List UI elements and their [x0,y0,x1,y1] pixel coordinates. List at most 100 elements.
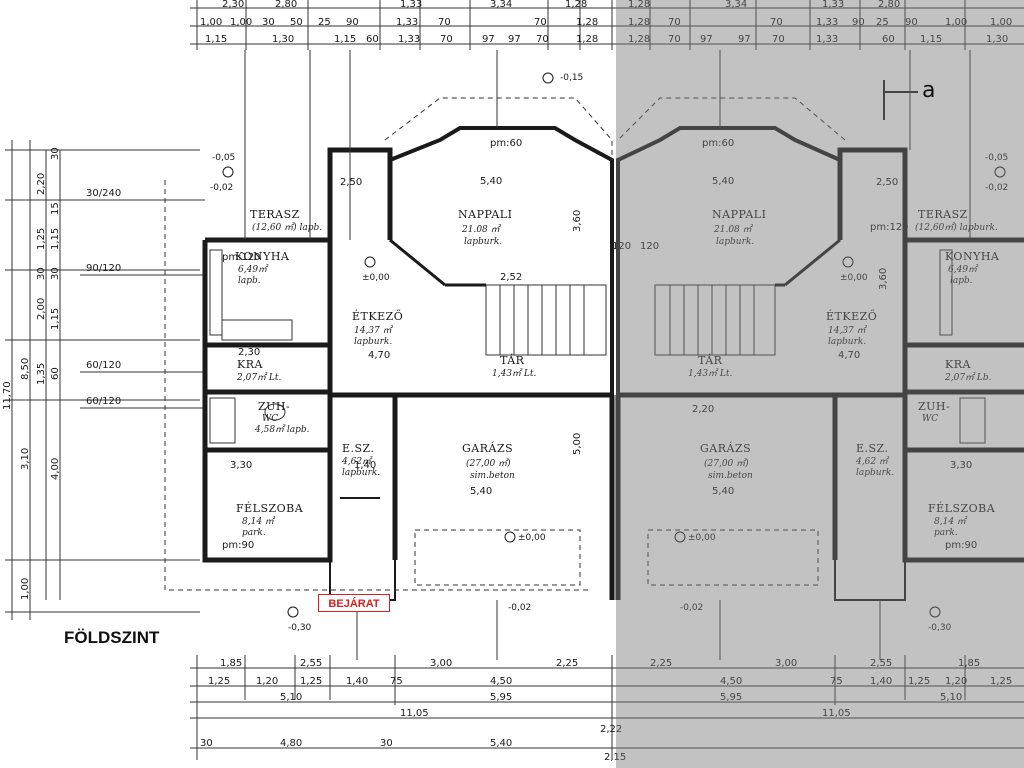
svg-text:lapburk.: lapburk. [464,237,502,247]
level-right-terrace-2: -0,02 [985,183,1008,193]
room-right-etkezo: ÉTKEZŐ [826,309,877,323]
svg-text:70: 70 [668,17,681,28]
dim-330: 3,30 [230,460,252,471]
extension-lines [244,50,971,660]
svg-text:lapburk.: lapburk. [856,468,894,478]
level-drive: -0,02 [508,603,531,613]
dim-right-nappali-width: 5,40 [712,176,734,187]
svg-text:1,28: 1,28 [576,34,598,45]
room-right-garazs: GARÁZS [700,441,751,455]
level-terrace-2: -0,02 [210,183,233,193]
level-dining: ±0,00 [362,273,390,283]
svg-text:90: 90 [346,17,359,28]
svg-text:11,05: 11,05 [400,708,429,719]
room-tar: TÁR [500,353,525,367]
svg-text:(27,00 ㎡): (27,00 ㎡) [466,458,511,469]
svg-text:1,00: 1,00 [230,17,252,28]
room-nappali: NAPPALI [458,208,512,221]
room-kra: KRA [237,358,264,371]
svg-text:1,25: 1,25 [208,676,230,687]
svg-text:1,00: 1,00 [200,17,222,28]
room-zuh-wc: ZUH- [258,400,290,413]
svg-text:15: 15 [50,202,61,215]
left-unit-walls [164,97,615,601]
svg-text:6,49㎡: 6,49㎡ [238,264,269,275]
svg-text:1,28: 1,28 [576,17,598,28]
opening-label-c: 60/120 [86,360,121,371]
dim-right-120: 120 [640,241,659,252]
svg-text:8,50: 8,50 [20,358,31,380]
dim-top-7: 3,34 [725,0,747,10]
svg-text:3,00: 3,00 [430,658,452,669]
dim-pm90: pm:90 [222,540,254,551]
svg-text:1,30: 1,30 [272,34,294,45]
dim-pm60-top: pm:60 [490,138,522,149]
dim-right-pm90: pm:90 [945,540,977,551]
dim-top-6: 1,28 [628,0,650,10]
svg-text:1,00: 1,00 [990,17,1012,28]
dim-540-right-garage: 5,40 [712,486,734,497]
svg-text:1,15: 1,15 [50,228,61,250]
svg-text:70: 70 [440,34,453,45]
svg-text:1,20: 1,20 [256,676,278,687]
svg-text:1,15: 1,15 [334,34,356,45]
svg-text:70: 70 [770,17,783,28]
svg-text:14,37 ㎡: 14,37 ㎡ [354,325,394,336]
svg-text:1,43㎡ Lt.: 1,43㎡ Lt. [492,368,536,379]
dim-top-8: 1,33 [822,0,844,10]
dim-top-3: 1,33 [400,0,422,10]
svg-text:sim.beton: sim.beton [708,471,753,481]
svg-text:1,33: 1,33 [396,17,418,28]
svg-text:1,20: 1,20 [945,676,967,687]
svg-text:25: 25 [318,17,331,28]
svg-text:sim.beton: sim.beton [470,471,515,481]
opening-label-a: 30/240 [86,188,121,199]
svg-text:1,25: 1,25 [990,676,1012,687]
svg-text:70: 70 [536,34,549,45]
level-terrace: -0,05 [212,153,235,163]
room-esz: E.SZ. [342,442,375,455]
svg-text:2,07㎡ Lt.: 2,07㎡ Lt. [236,372,281,383]
svg-text:1,85: 1,85 [220,658,242,669]
svg-text:21.08 ㎡: 21.08 ㎡ [461,224,502,235]
room-right-terasz: TERASZ [918,208,968,221]
dim-nappali-width: 5,40 [480,176,502,187]
room-garazs: GARÁZS [462,441,513,455]
svg-text:8,14 ㎡: 8,14 ㎡ [934,516,968,527]
room-right-zuh-wc: ZUH- [918,400,950,413]
dim-right-330: 3,30 [950,460,972,471]
svg-text:4,50: 4,50 [490,676,512,687]
dim-470: 4,70 [368,350,390,361]
svg-text:lapburk.: lapburk. [828,337,866,347]
svg-text:5,10: 5,10 [280,692,302,703]
dim-252: 2,52 [500,272,522,283]
dim-top-9: 2,80 [878,0,900,10]
room-etkezo: ÉTKEZŐ [352,309,403,323]
svg-text:lapburk.: lapburk. [716,237,754,247]
svg-text:11,05: 11,05 [822,708,851,719]
svg-text:2,25: 2,25 [650,658,672,669]
interior-dimensions: 5,40 5,40 pm:60 pm:60 2,50 2,50 2,52 2,3… [222,138,977,551]
room-right-kra: KRA [945,358,972,371]
svg-text:lapb.: lapb. [950,276,973,286]
room-right-konyha: KONYHA [945,250,1000,263]
room-right-tar: TÁR [698,353,723,367]
svg-text:60: 60 [50,367,61,380]
svg-text:60: 60 [366,34,379,45]
svg-text:8,14 ㎡: 8,14 ㎡ [242,516,276,527]
svg-text:90: 90 [905,17,918,28]
svg-text:25: 25 [876,17,889,28]
svg-text:(27,00 ㎡): (27,00 ㎡) [704,458,749,469]
level-top: -0,15 [560,73,583,83]
svg-text:21.08 ㎡: 21.08 ㎡ [713,224,754,235]
room-felszoba: FÉLSZOBA [236,501,304,515]
svg-text:lapburk.: lapburk. [354,337,392,347]
svg-text:1,33: 1,33 [816,34,838,45]
svg-text:2,15: 2,15 [604,752,626,763]
svg-text:WC: WC [922,414,938,424]
dim-right-360: 3,60 [878,268,889,290]
svg-text:5,95: 5,95 [720,692,742,703]
level-right-outside: -0,30 [928,623,952,633]
svg-text:75: 75 [830,676,843,687]
floor-label: FÖLDSZINT [64,628,160,647]
